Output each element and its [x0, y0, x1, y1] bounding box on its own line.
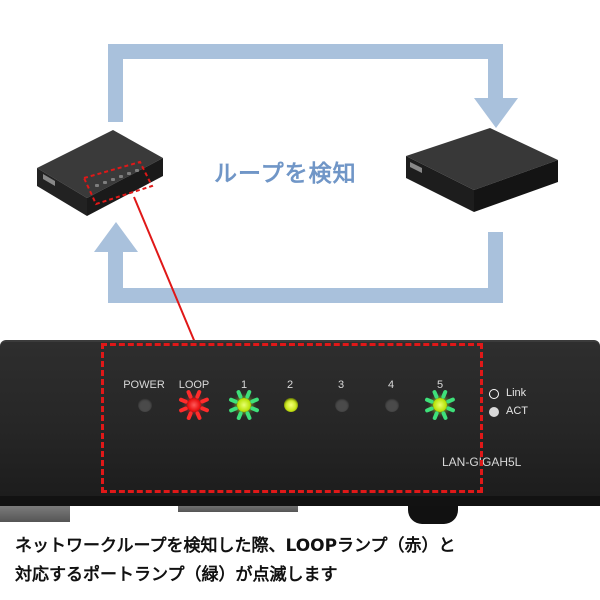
led-port-1 [237, 398, 251, 412]
loop-arrow-bottom [108, 288, 502, 303]
legend-label-act: ACT [506, 405, 528, 417]
switch-right-body [406, 128, 558, 212]
switch-left-highlight [82, 160, 154, 206]
led-label-power: POWER [123, 379, 165, 391]
loop-detect-title: ループを検知 [214, 161, 357, 187]
led-label-5: 5 [436, 379, 444, 391]
loop-arrow-top [108, 44, 502, 59]
loop-arrow-left-upper [108, 44, 123, 122]
led-highlight-box [101, 343, 483, 493]
led-port-5 [433, 398, 447, 412]
loop-arrow-right-lower [488, 232, 503, 303]
caption-line-1: ネットワークループを検知した際、LOOPランプ（赤）と [15, 536, 456, 556]
led-port-2 [284, 398, 298, 412]
device-bottom-edge [0, 496, 600, 506]
led-loop [187, 398, 201, 412]
led-label-2: 2 [286, 379, 294, 391]
link-indicator-icon [489, 389, 499, 399]
caption-line-2: 対応するポートランプ（緑）が点滅します [15, 565, 338, 585]
device-front-panel [0, 340, 600, 502]
arrow-up-icon [94, 222, 138, 252]
led-label-loop: LOOP [178, 379, 210, 391]
led-power [138, 398, 152, 412]
led-label-3: 3 [337, 379, 345, 391]
loop-arrow-left-up [108, 250, 123, 303]
legend-label-link: Link [506, 387, 527, 399]
loop-arrow-right-down [488, 44, 503, 104]
led-label-1: 1 [240, 379, 248, 391]
callout-line [133, 196, 197, 346]
led-label-4: 4 [387, 379, 395, 391]
led-port-4 [385, 398, 399, 412]
act-indicator-icon [489, 407, 499, 417]
led-port-3 [335, 398, 349, 412]
arrow-down-icon [474, 98, 518, 128]
